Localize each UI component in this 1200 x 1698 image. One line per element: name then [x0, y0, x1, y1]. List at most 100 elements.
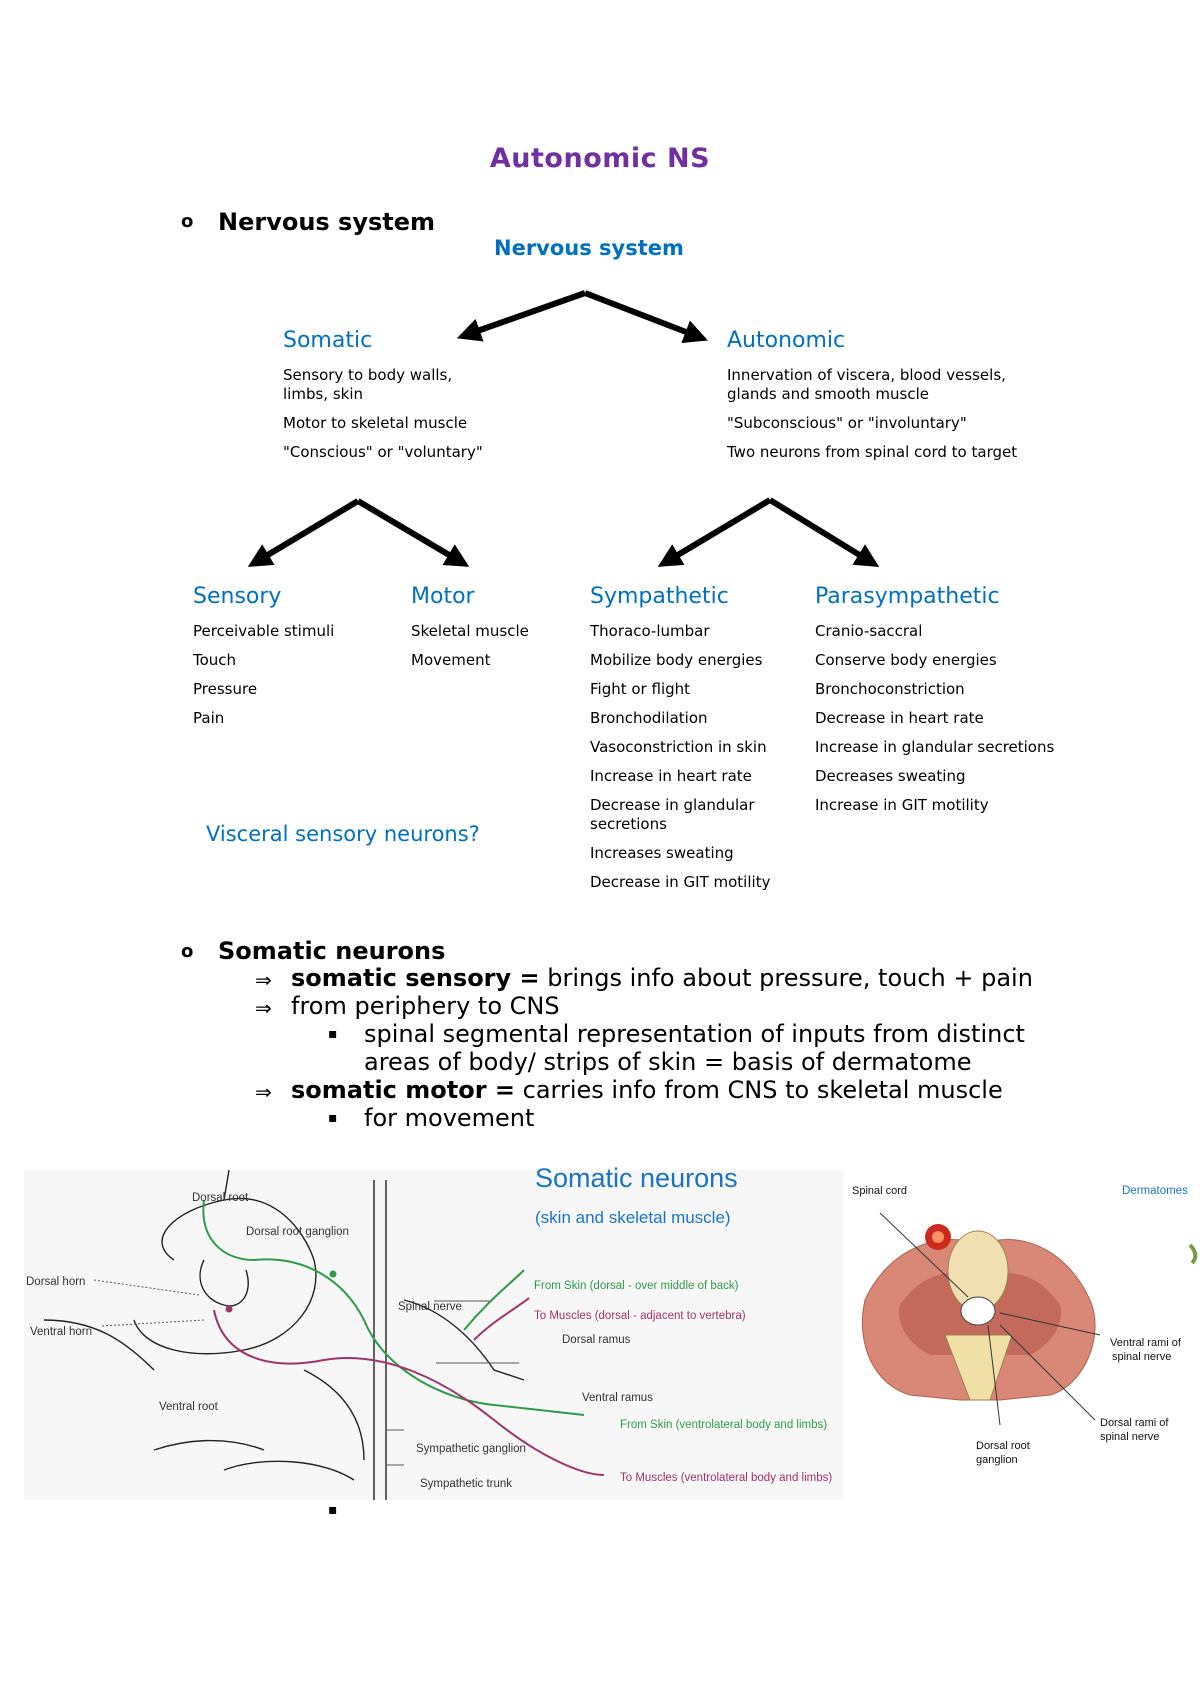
list-item: Innervation of viscera, blood vessels, g…	[727, 366, 1006, 403]
list-item: Decrease in glandular secretions	[590, 796, 755, 833]
list-item: Fight or flight	[590, 680, 691, 698]
list-item: Vasoconstriction in skin	[590, 738, 767, 756]
square-bullet-icon: ▪	[328, 1110, 338, 1126]
list-item: Sensory to body walls, limbs, skin	[283, 366, 453, 403]
label-spinal-nerve: Spinal nerve	[398, 1301, 462, 1313]
periphery-line: from periphery to CNS	[291, 992, 560, 1020]
autonomic-heading: Autonomic	[727, 328, 846, 353]
arrow-to-sympathetic	[657, 497, 772, 567]
arrow-bullet-icon: ⇒	[255, 1080, 272, 1104]
arrow-to-autonomic	[583, 290, 708, 344]
segmental-line-2: areas of body/ strips of skin = basis of…	[364, 1048, 972, 1076]
label-dorsal-horn: Dorsal horn	[26, 1276, 86, 1288]
ganglion-dot-icon	[329, 1270, 337, 1278]
somatic-neurons-figure: Somatic neurons (skin and skeletal muscl…	[24, 1163, 844, 1500]
somatic-neurons-drawing	[43, 1170, 605, 1500]
bullet-circle-icon: o	[181, 941, 194, 962]
neuron-dot-icon	[225, 1305, 233, 1313]
sympathetic-heading: Sympathetic	[590, 584, 729, 609]
label-ventral-root: Ventral root	[159, 1401, 218, 1413]
list-item: Perceivable stimuli	[193, 622, 335, 640]
list-item: Touch	[193, 651, 237, 669]
square-bullet-icon: ▪	[328, 1026, 338, 1042]
label-ventral-horn: Ventral horn	[30, 1326, 93, 1338]
list-item: Mobilize body energies	[590, 651, 763, 669]
somatic-motor-line: somatic motor = carries info from CNS to…	[291, 1076, 1003, 1104]
visceral-question: Visceral sensory neurons?	[206, 822, 480, 846]
label-dorsal-root: Dorsal root	[192, 1192, 249, 1204]
label-spinal-cord: Spinal cord	[852, 1185, 908, 1197]
label-dermatomes: Dermatomes	[1122, 1185, 1188, 1197]
list-item: "Subconscious" or "involuntary"	[727, 414, 967, 432]
sensory-heading: Sensory	[193, 584, 282, 609]
list-item: Movement	[411, 651, 491, 669]
segmental-line-1: spinal segmental representation of input…	[364, 1020, 1025, 1048]
list-item: Skeletal muscle	[411, 622, 529, 640]
somatic-list: Sensory to body walls, limbs, skin Motor…	[283, 366, 483, 472]
term-somatic-motor: somatic motor =	[291, 1076, 516, 1104]
figure-subtitle: (skin and skeletal muscle)	[535, 1208, 731, 1227]
arrow-bullet-icon: ⇒	[255, 968, 272, 992]
sympathetic-list: Thoraco-lumbar Mobilize body energies Fi…	[590, 622, 775, 902]
figure-background	[24, 1170, 844, 1500]
list-item: Bronchodilation	[590, 709, 708, 727]
diagram-root-label: Nervous system	[494, 236, 684, 260]
bullet-circle-icon: o	[181, 211, 194, 232]
list-item: Decrease in heart rate	[815, 709, 984, 727]
label-sympathetic-ganglion: Sympathetic ganglion	[416, 1443, 526, 1455]
motor-heading: Motor	[411, 584, 475, 609]
somatic-heading: Somatic	[283, 328, 373, 353]
movement-line: for movement	[364, 1104, 535, 1132]
term-somatic-sensory: somatic sensory =	[291, 964, 540, 992]
list-item: Decreases sweating	[815, 767, 966, 785]
square-bullet-icon: ▪	[328, 1502, 338, 1518]
arrow-to-sensory	[247, 498, 360, 567]
spinal-cross-section-figure: Spinal cord Dermatomes Ventral rami of s…	[850, 1185, 1200, 1490]
list-item: Increase in heart rate	[590, 767, 752, 785]
list-item: Increases sweating	[590, 844, 734, 862]
parasympathetic-list: Cranio-saccral Conserve body energies Br…	[815, 622, 1055, 825]
label-dorsal-root-ganglion: Dorsal root ganglion	[246, 1226, 349, 1238]
figure-title: Somatic neurons	[535, 1163, 738, 1193]
label-sympathetic-trunk: Sympathetic trunk	[420, 1478, 513, 1490]
label-to-muscles-dorsal: To Muscles (dorsal - adjacent to vertebr…	[534, 1310, 746, 1322]
list-item: Pain	[193, 709, 225, 727]
arrow-bullet-icon: ⇒	[255, 996, 272, 1020]
cross-section-drawing	[861, 1212, 1198, 1426]
list-item: Cranio-saccral	[815, 622, 923, 640]
label-ventral-ramus: Ventral ramus	[582, 1392, 653, 1404]
list-item: Two neurons from spinal cord to target	[727, 443, 1018, 461]
label-drg-1: Dorsal root	[976, 1440, 1030, 1452]
label-dorsal-rami-1: Dorsal rami of	[1100, 1417, 1169, 1429]
list-item: "Conscious" or "voluntary"	[283, 443, 483, 461]
label-from-skin-ventral: From Skin (ventrolateral body and limbs)	[620, 1419, 828, 1431]
somatic-sensory-line: somatic sensory = brings info about pres…	[291, 964, 1033, 992]
label-to-muscles-ventral: To Muscles (ventrolateral body and limbs…	[620, 1472, 833, 1484]
list-item: Increase in glandular secretions	[815, 738, 1055, 756]
text: carries info from CNS to skeletal muscle	[515, 1076, 1003, 1104]
text: brings info about pressure, touch + pain	[539, 964, 1033, 992]
parasympathetic-heading: Parasympathetic	[815, 584, 1000, 609]
label-ventral-rami-1: Ventral rami of	[1110, 1337, 1181, 1349]
page-title: Autonomic NS	[489, 143, 711, 174]
list-item: Bronchoconstriction	[815, 680, 965, 698]
section-heading-nervous-system: Nervous system	[218, 208, 436, 236]
list-item: Thoraco-lumbar	[590, 622, 710, 640]
label-dorsal-ramus: Dorsal ramus	[562, 1334, 631, 1346]
section-heading-somatic-neurons: Somatic neurons	[218, 937, 446, 965]
list-item: Pressure	[193, 680, 258, 698]
label-ventral-rami-2: spinal nerve	[1112, 1351, 1172, 1363]
list-item: Decrease in GIT motility	[590, 873, 771, 891]
arrow-to-somatic	[456, 290, 586, 342]
list-item: Motor to skeletal muscle	[283, 414, 468, 432]
list-item: Increase in GIT motility	[815, 796, 989, 814]
arrow-to-parasympathetic	[768, 497, 880, 568]
sensory-list: Perceivable stimuli Touch Pressure Pain	[193, 622, 383, 738]
autonomic-list: Innervation of viscera, blood vessels, g…	[727, 366, 1018, 472]
motor-list: Skeletal muscle Movement	[411, 622, 571, 680]
diagram-arrows	[247, 290, 880, 568]
label-drg-2: ganglion	[976, 1454, 1018, 1466]
label-from-skin-dorsal: From Skin (dorsal - over middle of back)	[534, 1280, 739, 1292]
arrow-to-motor	[356, 498, 470, 567]
label-dorsal-rami-2: spinal nerve	[1100, 1431, 1160, 1443]
